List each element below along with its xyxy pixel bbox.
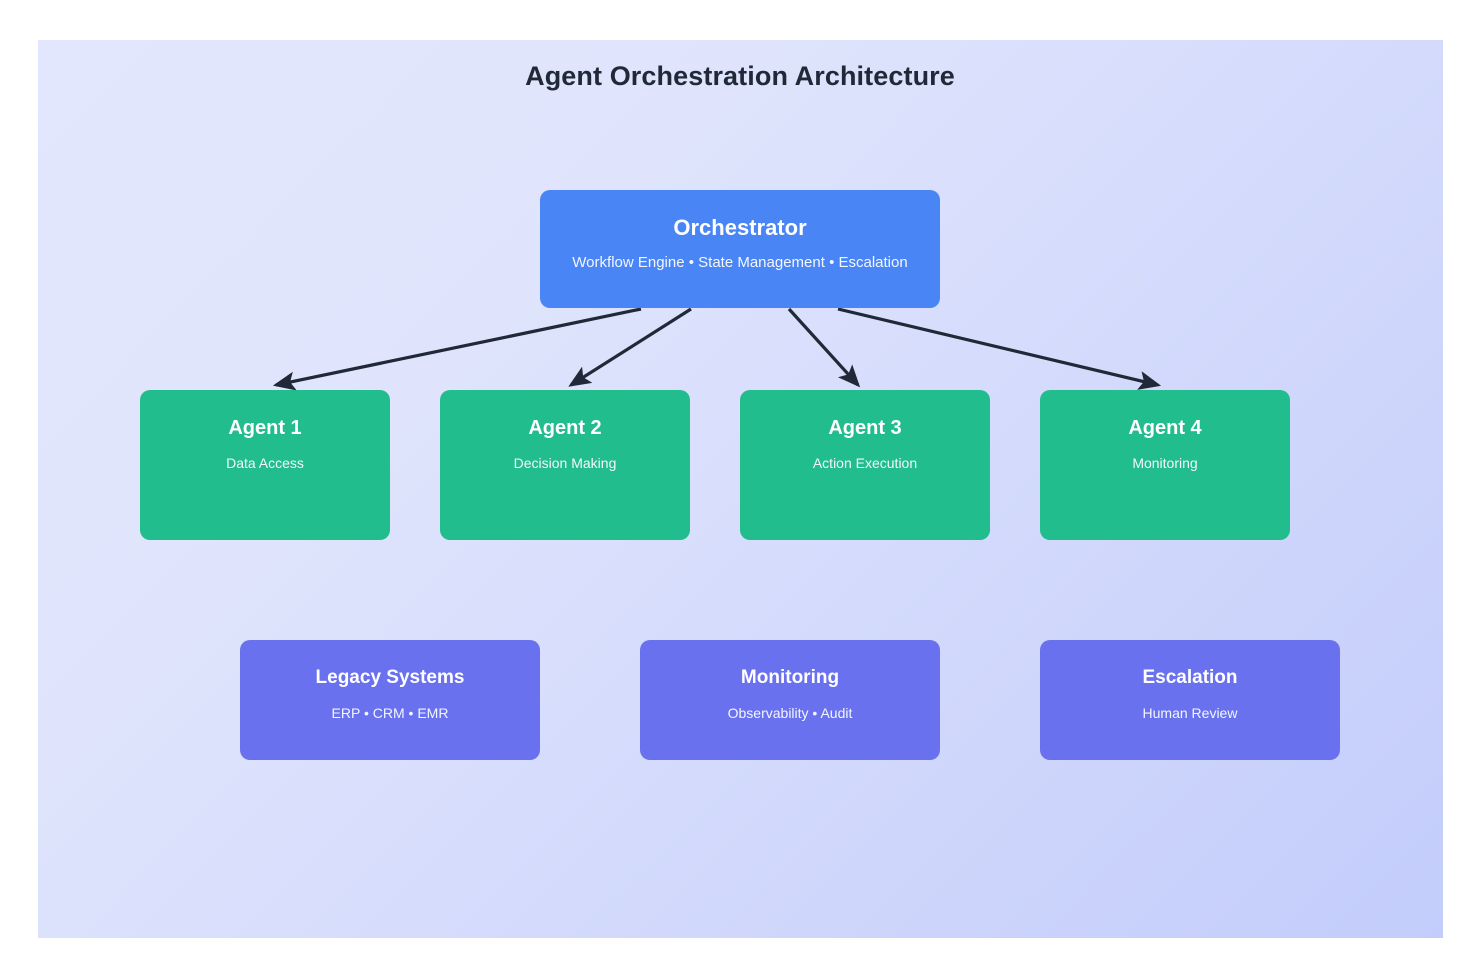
node-agent-3-subtitle: Action Execution — [812, 455, 918, 471]
node-agent-2[interactable]: Agent 2 Decision Making — [440, 390, 690, 540]
node-agent-3[interactable]: Agent 3 Action Execution — [740, 390, 990, 540]
node-escalation[interactable]: Escalation Human Review — [1040, 640, 1340, 760]
node-monitoring-title: Monitoring — [740, 667, 840, 688]
page-title: Agent Orchestration Architecture — [525, 61, 955, 91]
node-agent-2-subtitle: Decision Making — [513, 455, 617, 471]
node-agent-1[interactable]: Agent 1 Data Access — [140, 390, 390, 540]
node-agent-4-subtitle: Monitoring — [1132, 455, 1198, 471]
node-agent-3-title: Agent 3 — [828, 417, 902, 439]
node-monitoring[interactable]: Monitoring Observability • Audit — [640, 640, 940, 760]
node-legacy-systems-title: Legacy Systems — [315, 667, 465, 688]
node-agent-4[interactable]: Agent 4 Monitoring — [1040, 390, 1290, 540]
node-orchestrator-subtitle: Workflow Engine • State Management • Esc… — [572, 254, 908, 271]
node-orchestrator[interactable]: Orchestrator Workflow Engine • State Man… — [540, 190, 940, 308]
node-legacy-systems-subtitle: ERP • CRM • EMR — [331, 705, 449, 721]
node-agent-4-title: Agent 4 — [1128, 417, 1202, 439]
node-escalation-title: Escalation — [1142, 667, 1238, 688]
node-agent-1-title: Agent 1 — [228, 417, 302, 439]
node-monitoring-subtitle: Observability • Audit — [727, 705, 853, 721]
node-agent-1-subtitle: Data Access — [226, 455, 304, 471]
node-legacy-systems[interactable]: Legacy Systems ERP • CRM • EMR — [240, 640, 540, 760]
node-escalation-subtitle: Human Review — [1142, 705, 1238, 721]
node-agent-2-title: Agent 2 — [528, 417, 602, 439]
node-orchestrator-title: Orchestrator — [673, 215, 807, 240]
